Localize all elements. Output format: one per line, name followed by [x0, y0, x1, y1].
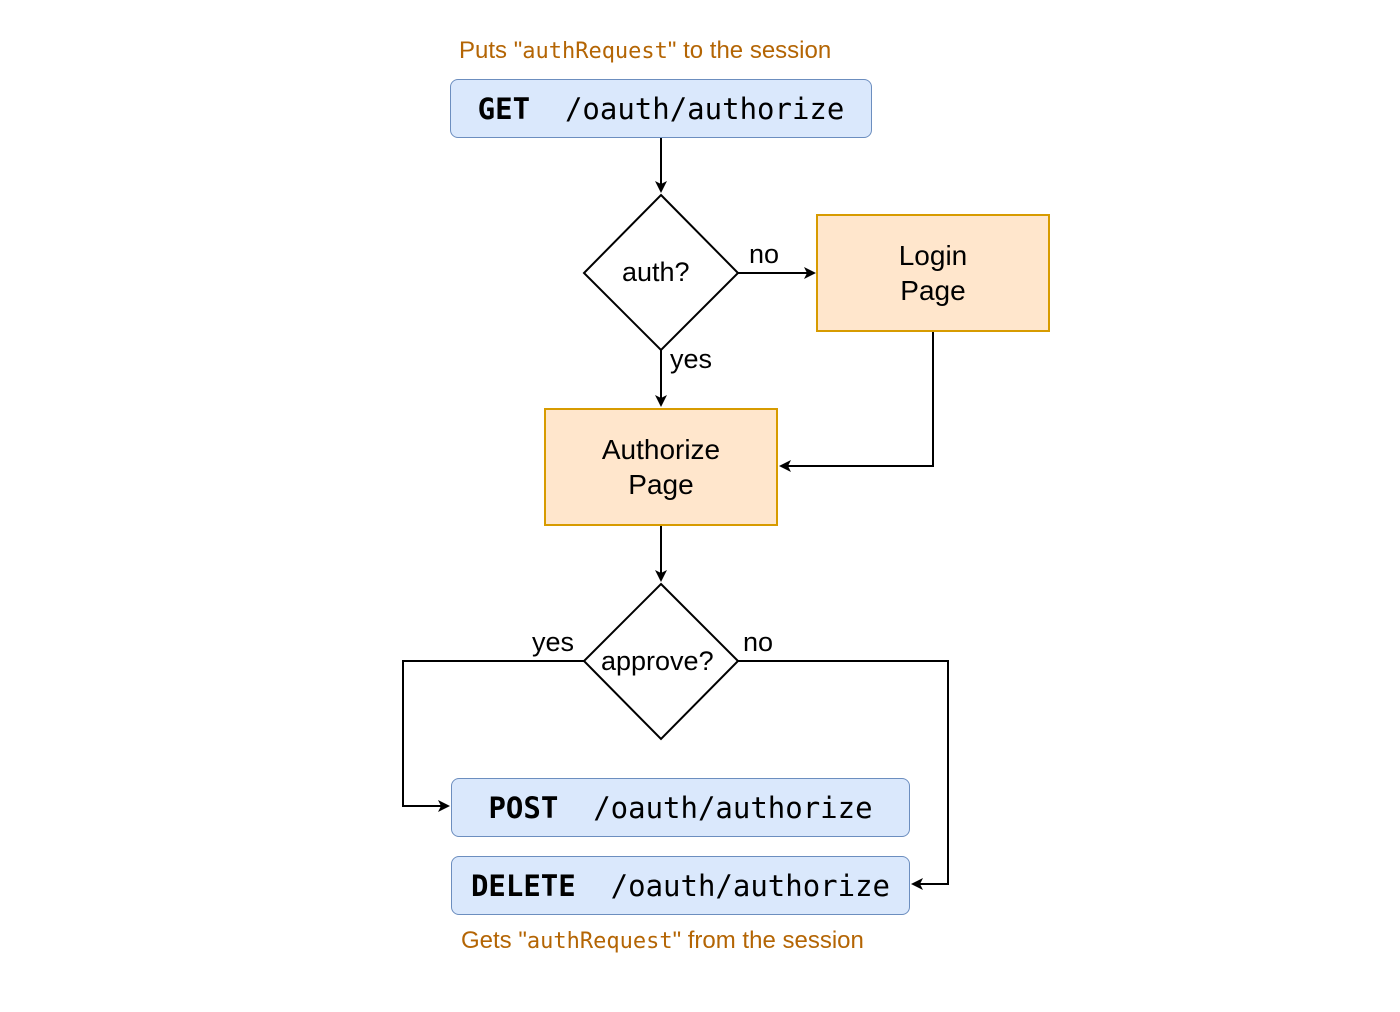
edge-approve-no-to-delete [738, 660, 949, 890]
login-page-line2: Page [900, 275, 966, 306]
edge-approve-yes-to-post [402, 660, 584, 812]
authorize-page-line2: Page [628, 469, 694, 500]
edge-login-to-authorize [779, 332, 934, 472]
post-path: /oauth/authorize [593, 790, 873, 825]
approve-decision-label: approve? [601, 646, 714, 676]
authorize-page-box: Authorize Page [544, 408, 778, 526]
post-method: POST [488, 790, 559, 825]
note-gets-authrequest: Gets "authRequest" from the session [461, 927, 864, 955]
login-page-box: Login Page [816, 214, 1050, 332]
auth-no-label: no [749, 239, 780, 269]
auth-yes-label: yes [670, 344, 713, 374]
delete-authorize-endpoint: DELETE /oauth/authorize [451, 856, 910, 915]
login-page-line1: Login [898, 240, 968, 271]
note-top-code: authRequest [522, 39, 668, 64]
auth-decision-label: auth? [622, 257, 690, 287]
delete-method: DELETE [470, 868, 576, 903]
get-path: /oauth/authorize [564, 91, 845, 126]
get-authorize-endpoint: GET /oauth/authorize [450, 79, 872, 138]
approve-decision-diamond [582, 582, 740, 741]
get-method: GET [477, 91, 531, 126]
note-bottom-code: authRequest [526, 929, 673, 954]
authorize-page-line1: Authorize [601, 434, 721, 465]
note-bottom-suffix: " from the session [672, 927, 864, 954]
note-top-suffix: " to the session [667, 37, 832, 64]
note-top-prefix: Puts " [459, 37, 523, 64]
note-puts-authrequest: Puts "authRequest" to the session [459, 37, 831, 65]
approve-no-label: no [743, 627, 774, 657]
post-authorize-endpoint: POST /oauth/authorize [451, 778, 910, 837]
note-bottom-prefix: Gets " [461, 927, 527, 954]
delete-path: /oauth/authorize [610, 868, 891, 903]
approve-yes-label: yes [532, 627, 575, 657]
